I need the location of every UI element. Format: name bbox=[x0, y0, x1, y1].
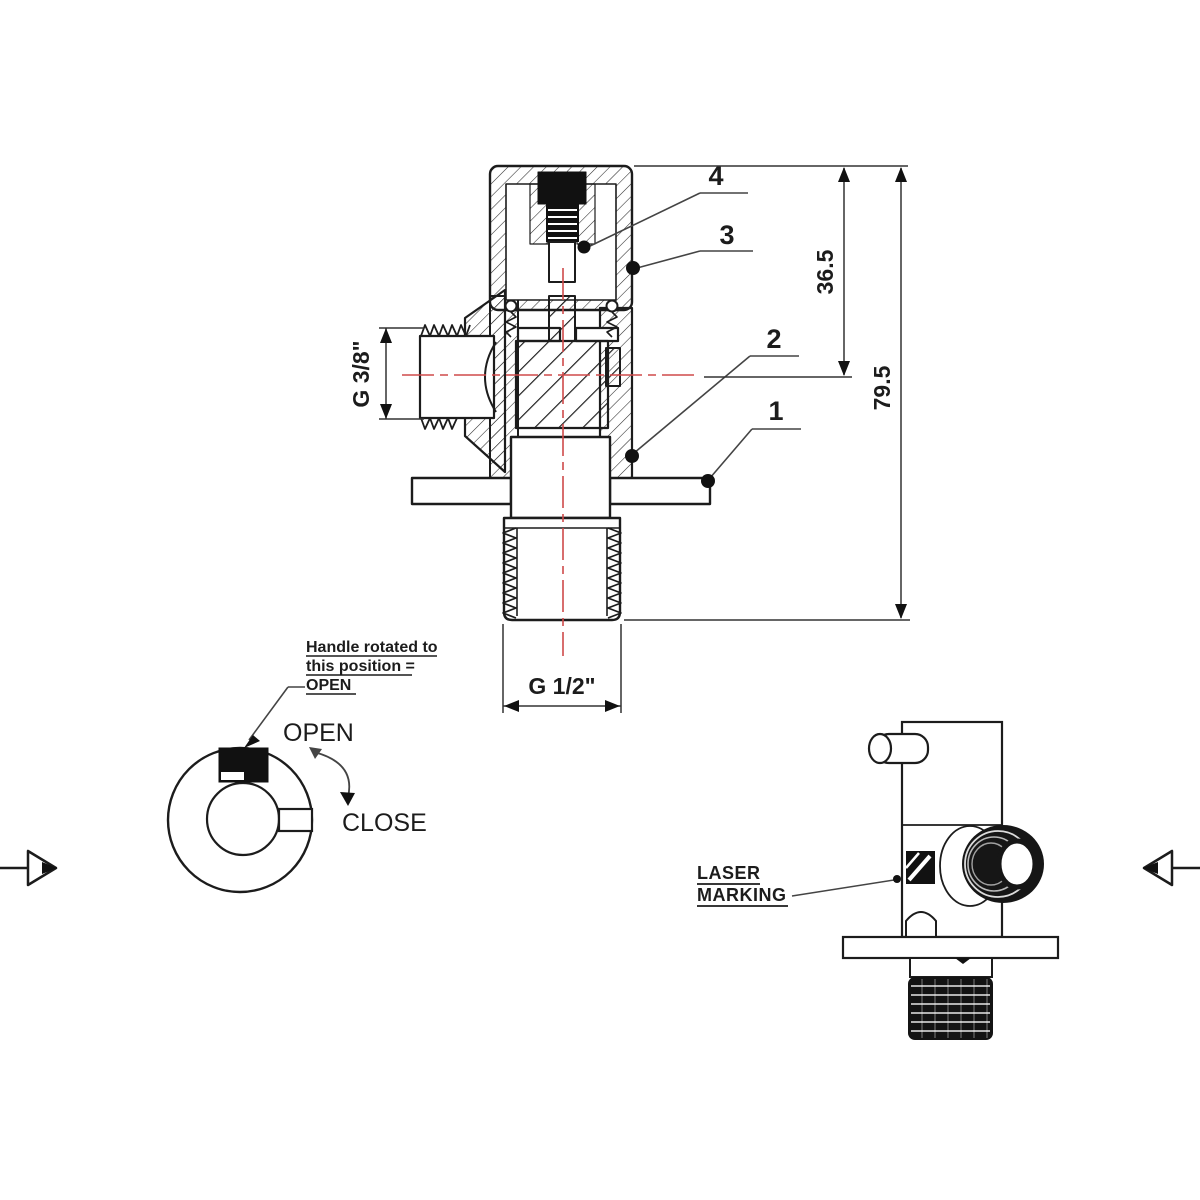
side-threaded-tail bbox=[908, 977, 993, 1040]
callout-1-number: 1 bbox=[768, 396, 783, 426]
spring bbox=[546, 204, 579, 242]
handle-inner-circle bbox=[205, 781, 281, 857]
laser-label-line1: LASER bbox=[697, 863, 761, 883]
laser-label-line2: MARKING bbox=[697, 885, 787, 905]
note-underlines bbox=[306, 655, 437, 695]
section-arrow-left bbox=[0, 849, 58, 887]
callout-1 bbox=[701, 428, 801, 488]
dim-upper-height-label: 36.5 bbox=[812, 249, 838, 294]
pipe-thread-right bbox=[607, 527, 622, 619]
dimension-g12 bbox=[502, 624, 622, 713]
centerlines bbox=[402, 268, 700, 656]
handle-note-line3: OPEN bbox=[306, 677, 351, 694]
bonnet-nut bbox=[509, 435, 612, 520]
handle-bar-right bbox=[608, 476, 712, 506]
side-dome bbox=[905, 911, 937, 938]
laser-leader bbox=[791, 875, 901, 897]
dim-side-port-label: G 3/8" bbox=[348, 340, 374, 407]
main-section-view bbox=[402, 164, 712, 656]
close-label: CLOSE bbox=[342, 809, 427, 837]
valve-stem bbox=[548, 241, 576, 283]
side-neck-notch bbox=[955, 958, 971, 964]
handle-mark-slot bbox=[221, 772, 244, 780]
dimension-79-5 bbox=[624, 167, 910, 621]
callouts bbox=[577, 192, 801, 488]
callout-2 bbox=[625, 355, 799, 463]
handle-note-line1: Handle rotated to bbox=[306, 639, 438, 656]
side-neck bbox=[909, 957, 993, 978]
open-label: OPEN bbox=[283, 719, 354, 747]
handle-tab bbox=[277, 807, 314, 833]
handle-note-line2: this position = bbox=[306, 658, 415, 675]
laser-marking-square bbox=[905, 851, 935, 884]
note-leader bbox=[244, 686, 305, 748]
o-ring-right bbox=[605, 299, 619, 338]
dim-bottom-port-label: G 1/2" bbox=[528, 673, 595, 699]
o-ring-left bbox=[504, 299, 518, 338]
side-handle-cylinder bbox=[867, 732, 930, 765]
side-flange bbox=[841, 935, 1060, 960]
handle-bar-left bbox=[410, 476, 513, 506]
dimension-36-5 bbox=[704, 167, 852, 378]
side-view bbox=[697, 720, 1060, 1040]
dimension-g38 bbox=[379, 327, 424, 420]
callout-4 bbox=[577, 192, 748, 254]
pipe-thread-left bbox=[502, 527, 517, 619]
callout-4-number: 4 bbox=[708, 161, 723, 191]
top-view bbox=[166, 655, 437, 894]
rotation-arrow bbox=[309, 747, 355, 806]
side-port bbox=[418, 324, 497, 430]
bottom-pipe bbox=[502, 516, 622, 622]
callout-3 bbox=[626, 250, 753, 275]
port-thread-bottom bbox=[420, 417, 458, 430]
callout-3-number: 3 bbox=[719, 220, 734, 250]
side-threaded-outlet bbox=[939, 825, 1044, 907]
port-bore-curve bbox=[484, 341, 497, 413]
dimensions bbox=[379, 165, 910, 713]
dim-total-height-label: 79.5 bbox=[869, 365, 895, 410]
laser-underlines bbox=[697, 883, 788, 907]
callout-2-number: 2 bbox=[766, 324, 781, 354]
port-thread-top bbox=[420, 324, 471, 337]
valve-spool bbox=[514, 295, 621, 430]
stem-cap bbox=[537, 171, 587, 205]
section-arrow-right bbox=[1142, 849, 1200, 887]
